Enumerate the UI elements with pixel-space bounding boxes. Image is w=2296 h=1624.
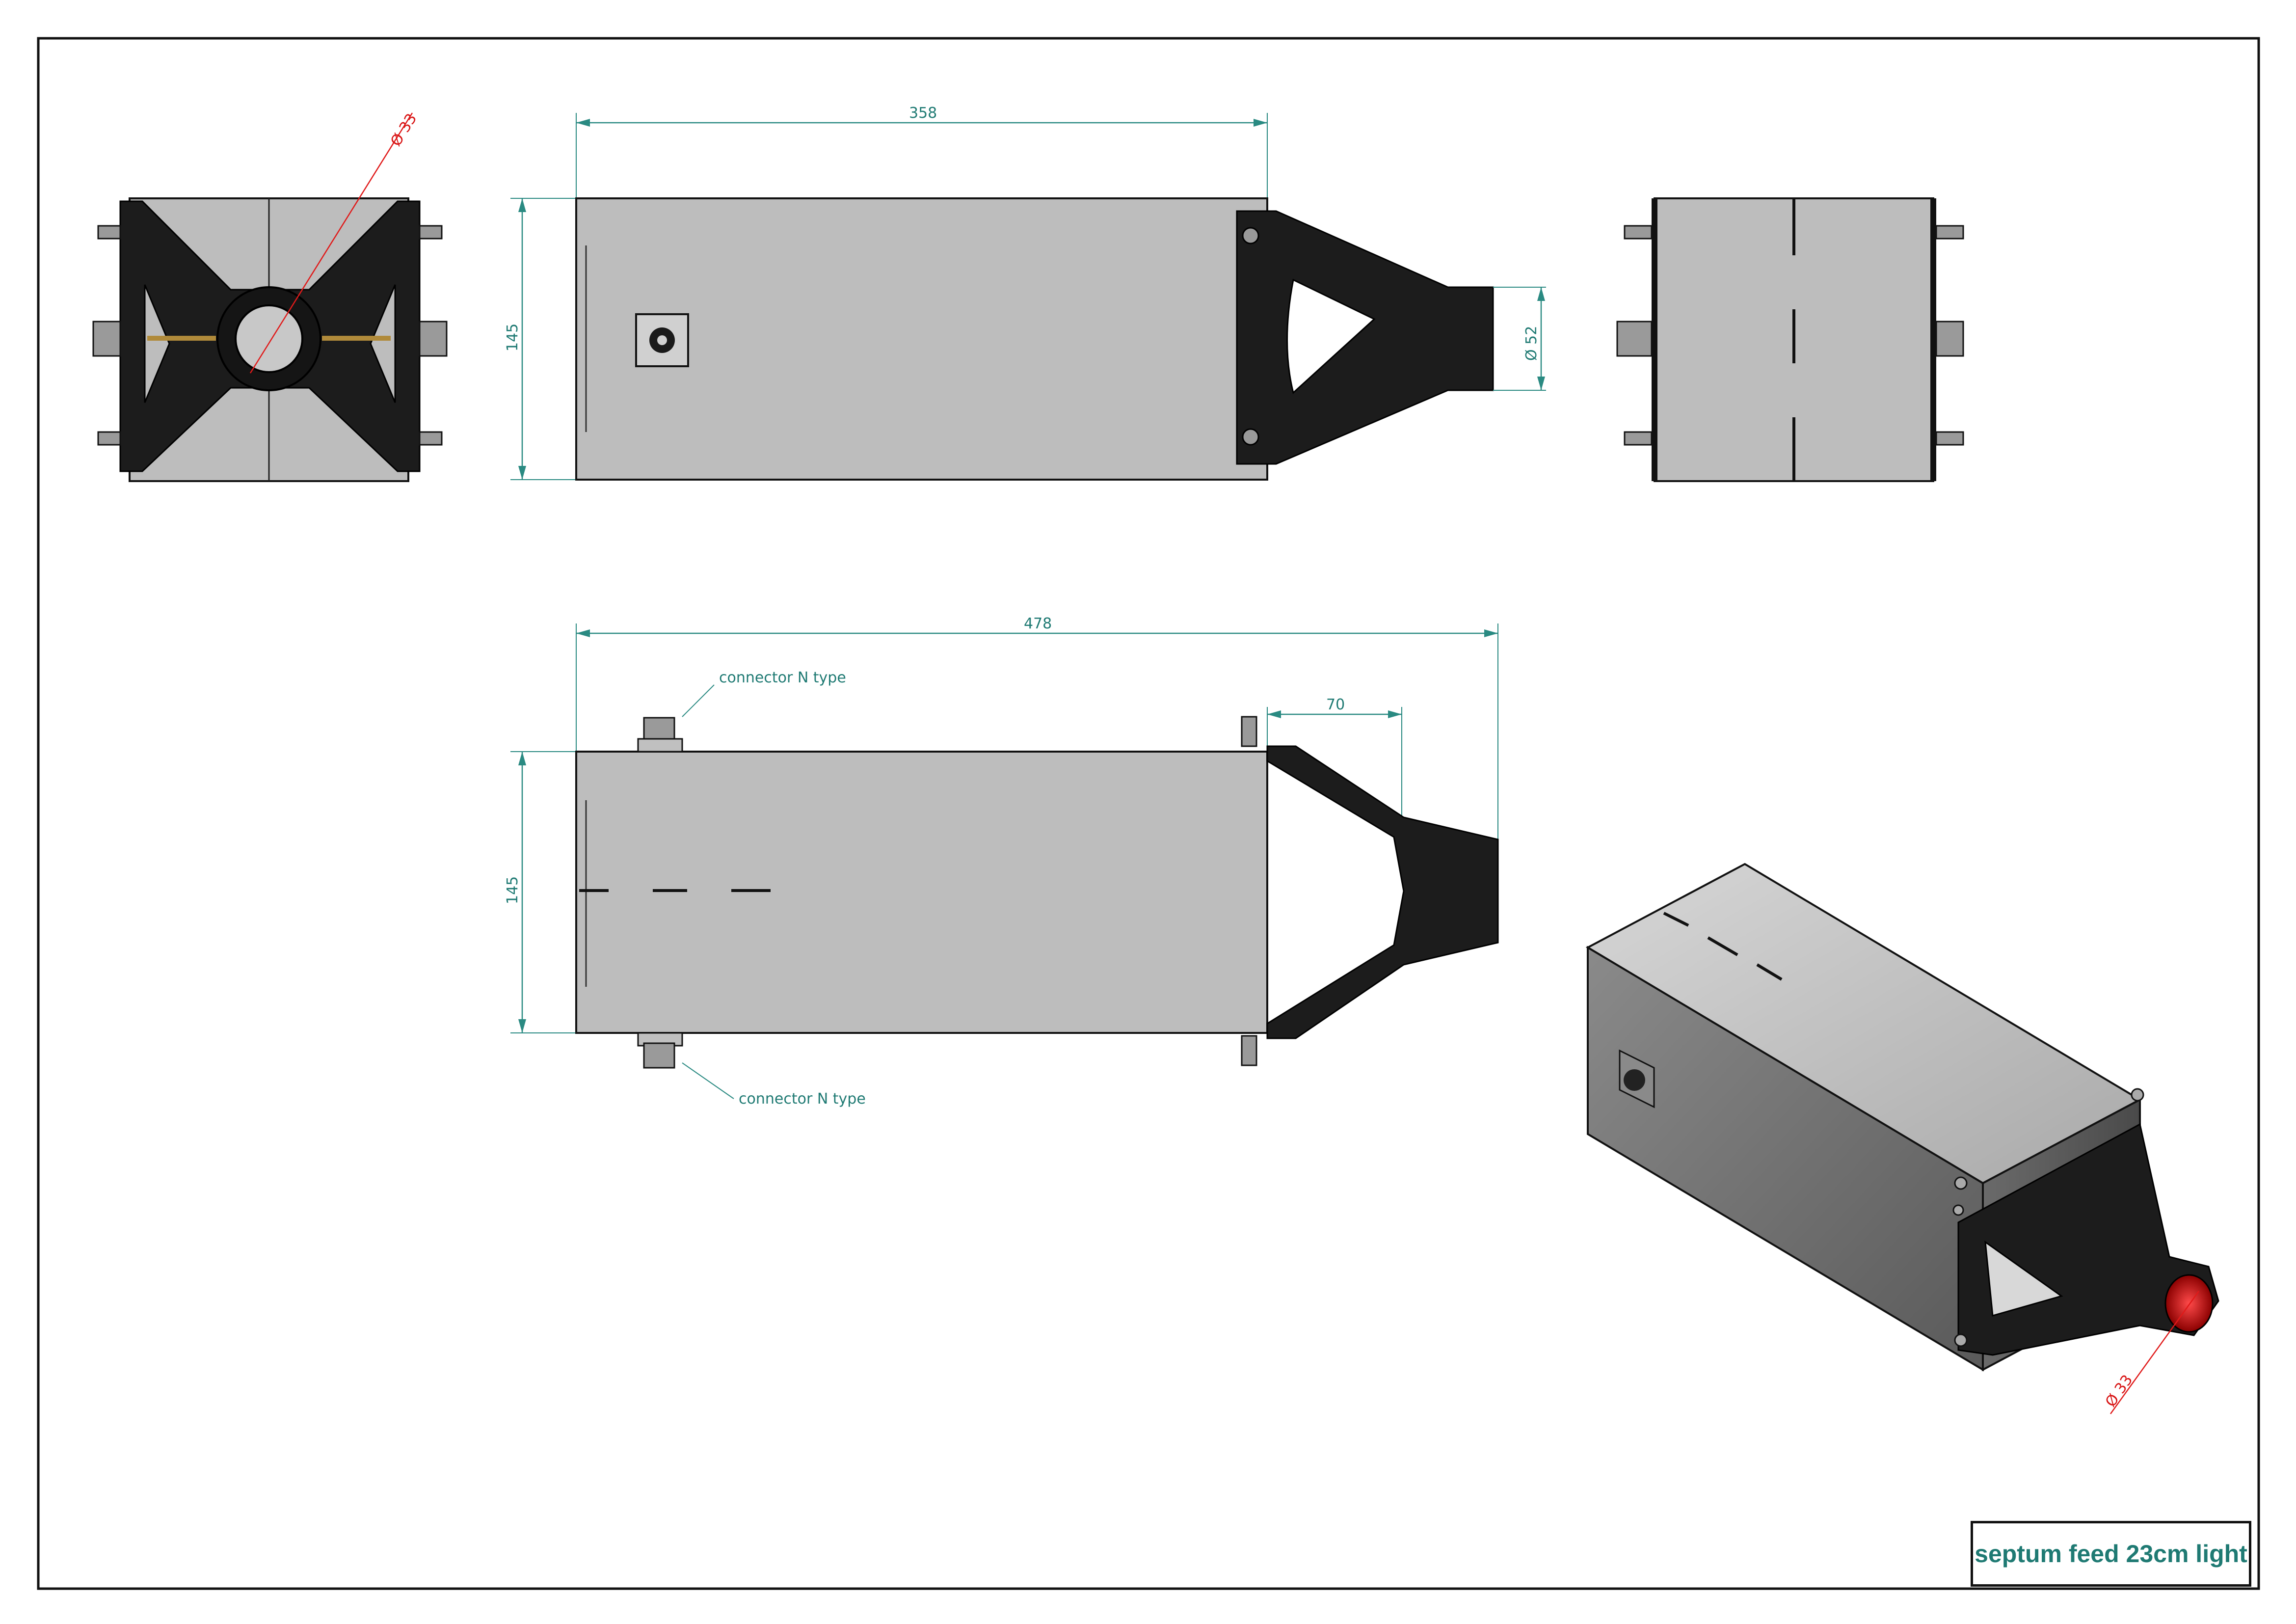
- iso-port: [2164, 1274, 2214, 1333]
- rear-view: [1616, 197, 1964, 482]
- side-height-label: 145: [504, 876, 521, 904]
- top-horn: [1236, 210, 1494, 465]
- title-block: septum feed 23cm light: [1971, 1521, 2251, 1587]
- side-horn-label: 70: [1326, 696, 1345, 713]
- drawing-title: septum feed 23cm light: [1975, 1540, 2247, 1568]
- iso-diameter-label: Ø 33: [2102, 1372, 2136, 1410]
- connector-bottom-label: connector N type: [739, 1090, 866, 1108]
- front-view: Ø 33: [92, 110, 448, 482]
- iso-view: Ø 33: [1585, 863, 2219, 1414]
- side-horn: [1266, 745, 1499, 1039]
- top-height-label: 145: [504, 324, 521, 352]
- front-diameter-label: Ø 33: [387, 110, 420, 149]
- connector-top-label: connector N type: [719, 669, 846, 686]
- top-diameter-label: Ø 52: [1523, 326, 1540, 361]
- top-length-label: 358: [909, 105, 937, 122]
- side-view: 478 70 145 connector: [504, 615, 1499, 1108]
- front-bore: [235, 304, 303, 373]
- side-body: [575, 751, 1268, 1034]
- sheet-border: [37, 37, 2260, 1590]
- top-view: 358 145 Ø 52: [504, 105, 1546, 481]
- side-length-label: 478: [1024, 615, 1052, 632]
- side-connector-bottom: [637, 1032, 683, 1069]
- side-connector-top: [637, 717, 683, 753]
